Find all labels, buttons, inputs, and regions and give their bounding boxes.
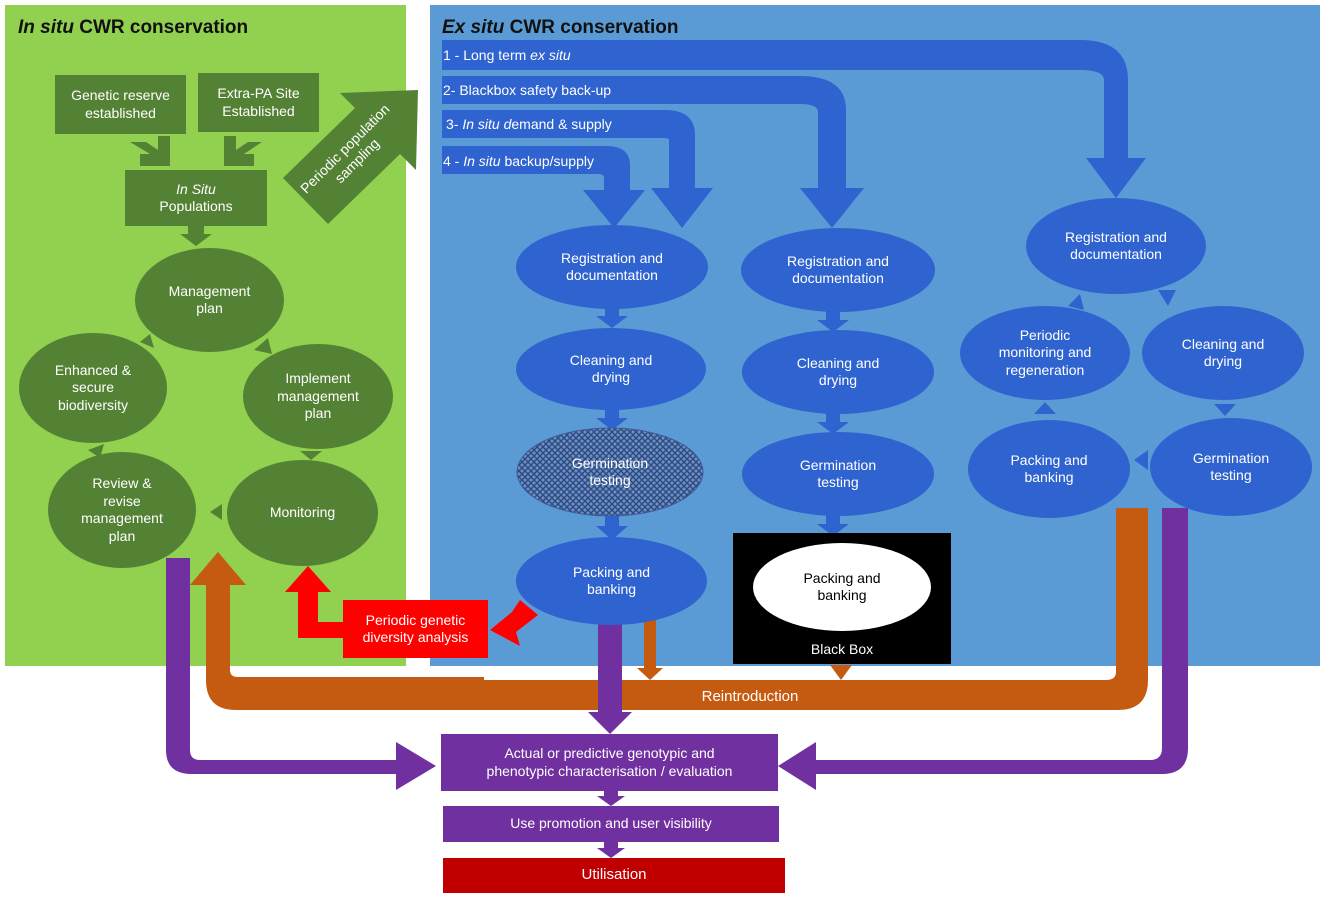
insitu-title: In situ CWR conservation	[18, 17, 249, 38]
col2-arrow-germ-black	[817, 514, 849, 536]
col1-germination-hatched-ellipse	[516, 427, 704, 517]
col2-arrow-reg-clean	[817, 310, 849, 332]
periodic-population-sampling-arrow	[283, 90, 418, 224]
lane-label-2: 2- Blackbox safety back-up	[443, 82, 612, 98]
exsitu-title: Ex situ CWR conservation	[442, 17, 679, 38]
col2-arrow-clean-germ	[817, 412, 849, 434]
orange-arrow-blackbox-to-reintroduction	[830, 665, 852, 680]
lane-2-arrow	[442, 76, 864, 228]
col3-arrow-germ-pack	[1134, 450, 1148, 470]
lane-1-arrow	[442, 40, 1146, 198]
black-box-label: Black Box	[810, 641, 874, 657]
arrow-management-to-implement	[254, 338, 272, 354]
col3-arrow-reg-clean	[1158, 290, 1176, 306]
arrow-reserve-to-populations	[130, 136, 170, 166]
col3-arrow-clean-germ	[1214, 404, 1236, 416]
arrow-enhanced-to-management	[140, 334, 154, 348]
arrow-populations-to-management	[180, 226, 212, 246]
purple-arrow-exsitu-to-evaluation	[778, 508, 1188, 790]
red-arrow-packing-to-analysis	[490, 600, 538, 646]
col3-arrow-pack-periodic	[1034, 402, 1056, 414]
orange-arrow-col1-to-reintroduction	[637, 618, 663, 680]
lane-3-arrow	[442, 110, 713, 228]
red-arrow-analysis-to-monitoring	[285, 566, 343, 638]
lane-label-3: 3- In situ demand & supply	[446, 116, 612, 132]
arrow-extra-pa-to-populations	[224, 136, 262, 166]
arrow-implement-to-monitoring	[300, 451, 322, 460]
use-promotion-visibility: Use promotion and user visibility	[443, 806, 779, 842]
purple-arrow-insitu-to-evaluation	[166, 558, 436, 790]
lane-label-4: 4 - In situ backup/supply	[443, 153, 594, 169]
col3-arrow-periodic-reg	[1068, 294, 1084, 310]
col1-arrow-clean-germ	[596, 408, 628, 430]
utilisation: Utilisation	[443, 858, 785, 893]
col1-arrow-reg-clean	[596, 306, 628, 328]
arrow-monitoring-to-review	[210, 504, 222, 520]
lane-label-1: 1 - Long term ex situ	[443, 47, 571, 63]
purple-arrow-promotion-to-utilisation	[597, 842, 625, 858]
reintroduction-label: Reintroduction	[701, 688, 799, 705]
purple-arrow-evaluation-to-promotion	[597, 790, 625, 806]
monitoring: Monitoring	[227, 460, 378, 566]
purple-arrow-col1-to-evaluation	[588, 622, 632, 734]
lane-4-arrow	[442, 146, 645, 228]
col1-arrow-germ-pack	[596, 514, 628, 540]
reintroduction-band	[190, 508, 1148, 710]
